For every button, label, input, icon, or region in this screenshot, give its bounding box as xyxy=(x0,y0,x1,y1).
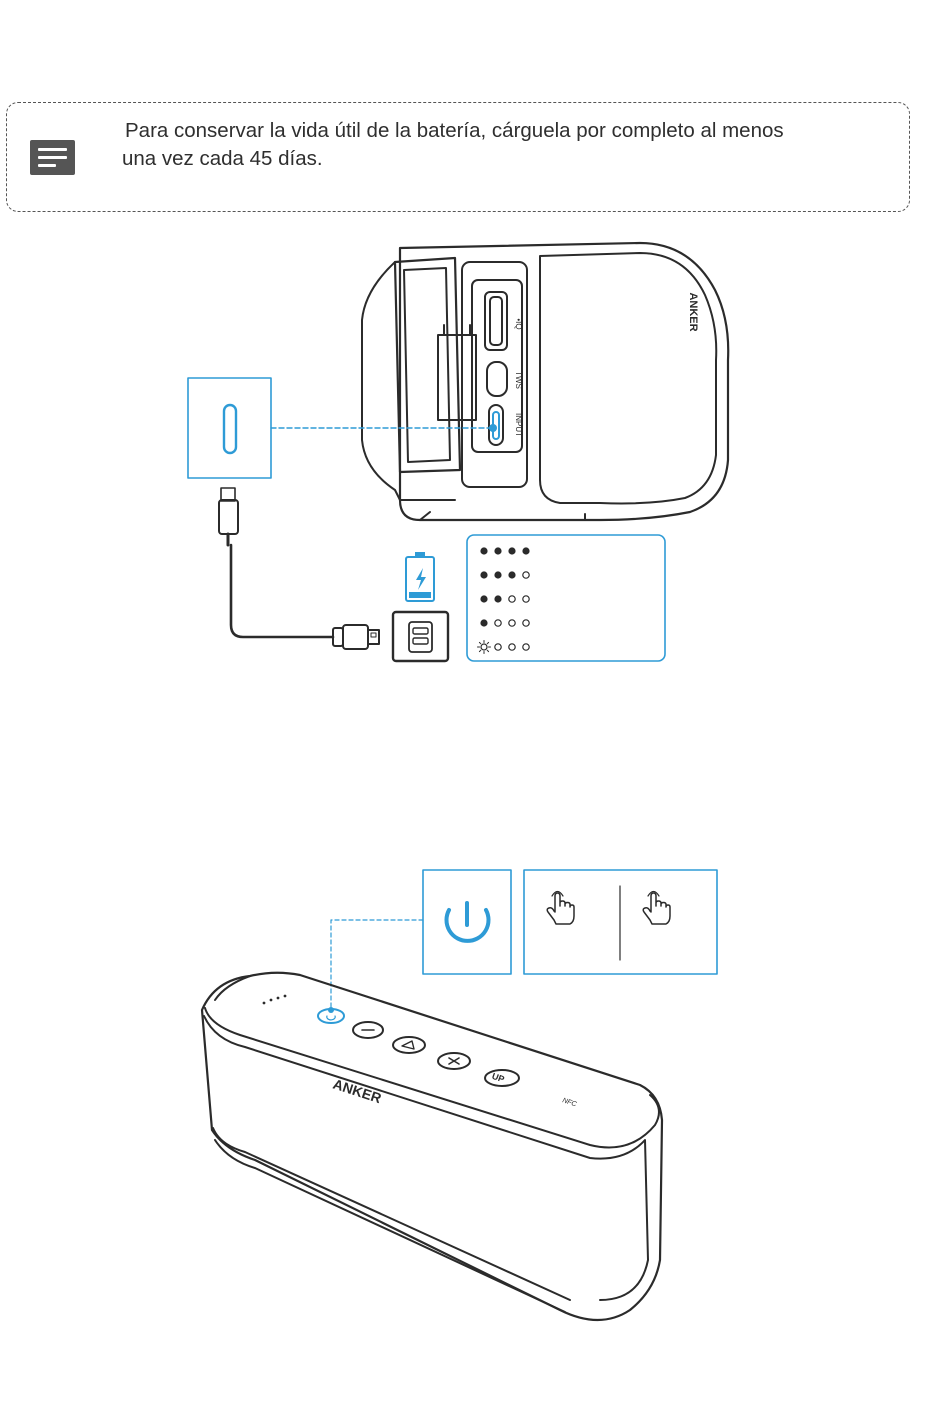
filled-dot xyxy=(495,548,501,554)
power-button-callout xyxy=(328,870,511,1013)
nfc-label: NFC xyxy=(561,1097,578,1108)
input-port-label: INPUT xyxy=(514,413,523,437)
empty-dot xyxy=(523,572,529,578)
svg-text:UP: UP xyxy=(491,1071,506,1085)
empty-dot xyxy=(509,596,515,602)
gesture-callout xyxy=(524,870,717,974)
speaker-power-button xyxy=(393,612,448,661)
filled-dot xyxy=(481,572,487,578)
blinking-dot-icon xyxy=(478,641,491,654)
usb-cable xyxy=(219,488,379,649)
speaker-side-brand: ANKER xyxy=(687,292,699,331)
speaker-side-illustration: •IQ TWS INPUT ANKER xyxy=(362,243,728,520)
usb-c-port-callout xyxy=(188,378,497,478)
empty-dot xyxy=(509,620,515,626)
battery-level-table xyxy=(467,535,665,661)
filled-dot xyxy=(495,572,501,578)
filled-dot xyxy=(495,596,501,602)
aux-port-label: •IQ xyxy=(514,318,523,329)
battery-charging-icon xyxy=(406,552,434,601)
tws-port-label: TWS xyxy=(514,371,523,389)
hand-press-icon xyxy=(643,892,670,925)
empty-dot xyxy=(523,644,529,650)
empty-dot xyxy=(509,644,515,650)
filled-dot xyxy=(481,596,487,602)
empty-dot xyxy=(523,620,529,626)
speaker-top-illustration: UP ANKER NFC xyxy=(202,973,662,1320)
empty-dot xyxy=(495,620,501,626)
filled-dot xyxy=(523,548,529,554)
empty-dot xyxy=(523,596,529,602)
filled-dot xyxy=(481,548,487,554)
filled-dot xyxy=(509,572,515,578)
filled-dot xyxy=(509,548,515,554)
speaker-top-brand: ANKER xyxy=(331,1076,383,1107)
hand-press-icon xyxy=(547,892,574,925)
empty-dot xyxy=(495,644,501,650)
filled-dot xyxy=(481,620,487,626)
